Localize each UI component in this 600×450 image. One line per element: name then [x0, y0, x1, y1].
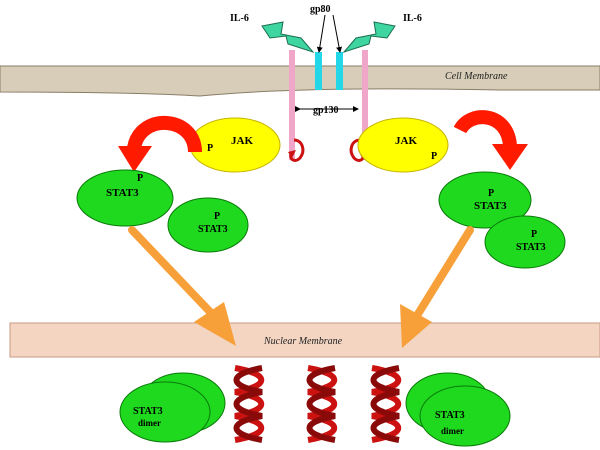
- ligand-right-shape: [342, 21, 396, 54]
- curl-arrow-left: [289, 138, 305, 162]
- dimer-right-line2: dimer: [441, 426, 464, 436]
- stat3-left-back-p: P: [214, 211, 220, 222]
- gp80-pointer-left: [316, 14, 326, 53]
- nuclear-membrane-label: Nuclear Membrane: [263, 336, 343, 347]
- jak-right-label: JAK: [395, 135, 417, 147]
- stat3-right-front-label: STAT3: [474, 200, 507, 212]
- stat3-right-front: [438, 171, 532, 229]
- stat3-dimer-left: STAT3 dimer: [119, 372, 226, 443]
- red-arrow-left: [118, 116, 202, 172]
- stat3-dimer-right: STAT3 dimer: [405, 372, 511, 447]
- dimer-right-line1: STAT3: [435, 410, 465, 421]
- gp80-chain-left: [315, 52, 322, 90]
- nuclear-membrane: Nuclear Membrane: [9, 322, 600, 358]
- stat3-left-back: [167, 197, 249, 253]
- stat3-left-front-label: STAT3: [106, 187, 139, 199]
- il6-ligand-right: IL-6: [342, 13, 422, 54]
- stat3-left-back-label: STAT3: [198, 224, 228, 235]
- cell-membrane-label: Cell Membrane: [445, 71, 508, 82]
- dna-helix-center: [306, 365, 338, 443]
- stat3-right-back-p: P: [531, 229, 537, 240]
- dna-helix-left: [233, 365, 265, 443]
- receptor-curl-arrows: [288, 138, 366, 162]
- il6-ligand-left: IL-6: [230, 13, 315, 54]
- gp80-label: gp80: [310, 4, 331, 15]
- stat3-right-front-p: P: [488, 188, 494, 199]
- dimer-left-line2: dimer: [138, 418, 161, 428]
- gp130-chain-left: [289, 50, 295, 160]
- dna-helix-right: [370, 365, 402, 443]
- stat3-right-back-label: STAT3: [516, 242, 546, 253]
- dimer-left-line1: STAT3: [133, 406, 163, 417]
- gp80-chain-right: [336, 52, 343, 90]
- gp80-receptor: gp80: [310, 4, 343, 90]
- ligand-left-label: IL-6: [230, 13, 249, 24]
- orange-arrow-right: [400, 226, 474, 348]
- jak-right: JAK P: [357, 117, 449, 173]
- jak-right-phospho: P: [431, 151, 437, 162]
- jak-left: JAK P: [189, 117, 281, 173]
- jak-left-label: JAK: [231, 135, 253, 147]
- stat3-left-front: [76, 169, 174, 227]
- ligand-right-label: IL-6: [403, 13, 422, 24]
- stat3-right-back: [484, 215, 566, 269]
- gp80-pointer-right: [332, 14, 343, 53]
- orange-arrow-left: [128, 226, 236, 346]
- stat3-right-pair: P STAT3 P STAT3: [438, 171, 566, 269]
- stat3-left-front-p: P: [137, 173, 143, 184]
- ligand-left-shape: [261, 21, 315, 54]
- red-arrow-right: [453, 110, 528, 170]
- gp130-receptor: gp130: [289, 50, 368, 160]
- gp130-label: gp130: [313, 105, 339, 116]
- cell-membrane: Cell Membrane: [0, 65, 600, 97]
- jak-left-phospho: P: [207, 143, 213, 154]
- gp130-chain-right: [362, 50, 368, 160]
- stat3-left-pair: P STAT3 P STAT3: [76, 169, 249, 253]
